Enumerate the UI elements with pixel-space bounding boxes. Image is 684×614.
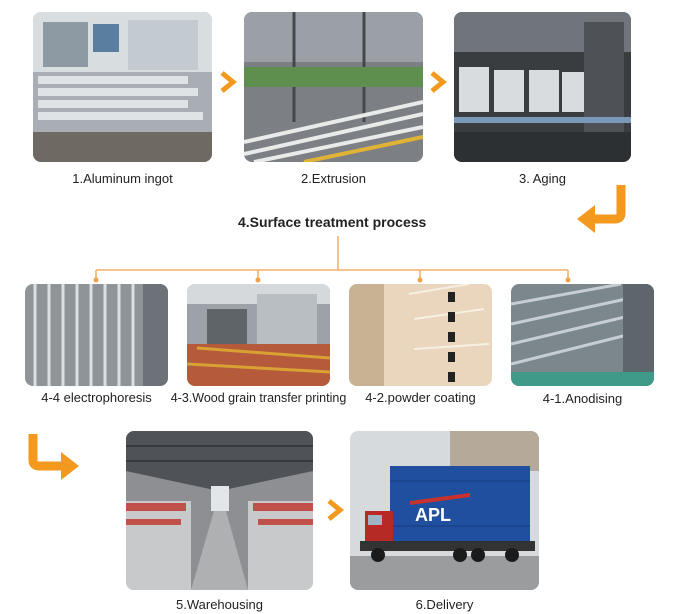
photo-electrophoresis bbox=[25, 284, 168, 386]
arrow-right-icon bbox=[430, 71, 447, 93]
caption-aging: 3. Aging bbox=[519, 171, 566, 186]
caption-aluminum-ingot: 1.Aluminum ingot bbox=[72, 171, 173, 186]
connector-lines bbox=[93, 236, 571, 283]
caption-anodising: 4-1.Anodising bbox=[542, 391, 623, 406]
arrow-right-icon bbox=[220, 71, 237, 93]
photo-aluminum-ingot bbox=[33, 12, 212, 162]
photo-wood-grain-printing bbox=[187, 284, 330, 386]
photo-delivery: APL bbox=[350, 431, 539, 590]
arrow-down-left-icon bbox=[577, 185, 626, 233]
arrow-down-right-icon bbox=[28, 434, 79, 480]
photo-aging bbox=[454, 12, 631, 162]
caption-delivery: 6.Delivery bbox=[415, 597, 474, 612]
truck-logo: APL bbox=[415, 505, 451, 525]
caption-warehousing: 5.Warehousing bbox=[176, 597, 263, 612]
caption-electrophoresis: 4-4 electrophoresis bbox=[41, 390, 152, 405]
photo-powder-coating bbox=[349, 284, 492, 386]
photo-extrusion bbox=[244, 12, 423, 162]
photo-warehousing bbox=[126, 431, 313, 590]
caption-powder-coating: 4-2.powder coating bbox=[365, 390, 476, 405]
caption-wood-grain-printing: 4-3.Wood grain transfer printing bbox=[170, 391, 347, 405]
caption-extrusion: 2.Extrusion bbox=[300, 171, 367, 186]
surface-treatment-title: 4.Surface treatment process bbox=[238, 214, 427, 230]
photo-anodising bbox=[511, 284, 654, 386]
arrow-right-icon bbox=[327, 499, 344, 521]
